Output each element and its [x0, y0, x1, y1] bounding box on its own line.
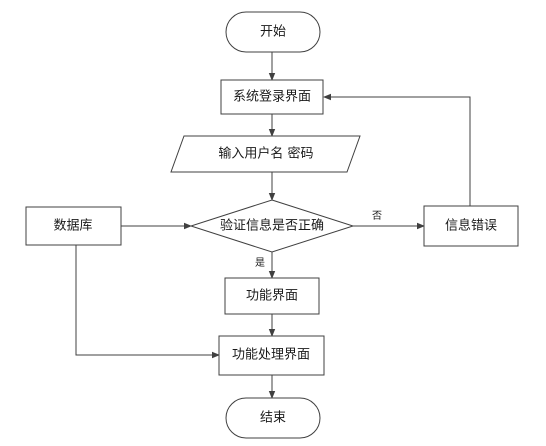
function-ui-label: 功能界面: [246, 289, 298, 304]
database-node: 数据库: [25, 206, 122, 246]
edge-database-to-process: [75, 245, 220, 359]
login-ui-label: 系统登录界面: [233, 90, 311, 105]
edge-label-yes: 是: [255, 257, 265, 269]
database-label: 数据库: [53, 218, 92, 234]
login-ui-node: 系统登录界面: [220, 79, 324, 115]
end-node: 结束: [225, 397, 321, 439]
verify-decision-label: 验证信息是否正确: [220, 218, 324, 234]
error-node: 信息错误: [423, 205, 519, 247]
error-label: 信息错误: [445, 218, 497, 234]
verify-decision-node: 验证信息是否正确: [189, 199, 355, 253]
function-process-ui-label: 功能处理界面: [232, 348, 310, 363]
end-label: 结束: [260, 411, 286, 426]
edge-error-to-login: [323, 93, 471, 206]
start-node: 开始: [225, 11, 321, 53]
start-label: 开始: [260, 25, 286, 40]
function-ui-node: 功能界面: [224, 277, 320, 315]
input-credentials-label: 输入用户名 密码: [218, 146, 313, 162]
edge-label-no: 否: [372, 210, 382, 222]
function-process-ui-node: 功能处理界面: [218, 335, 325, 376]
input-credentials-node: 输入用户名 密码: [170, 135, 361, 173]
